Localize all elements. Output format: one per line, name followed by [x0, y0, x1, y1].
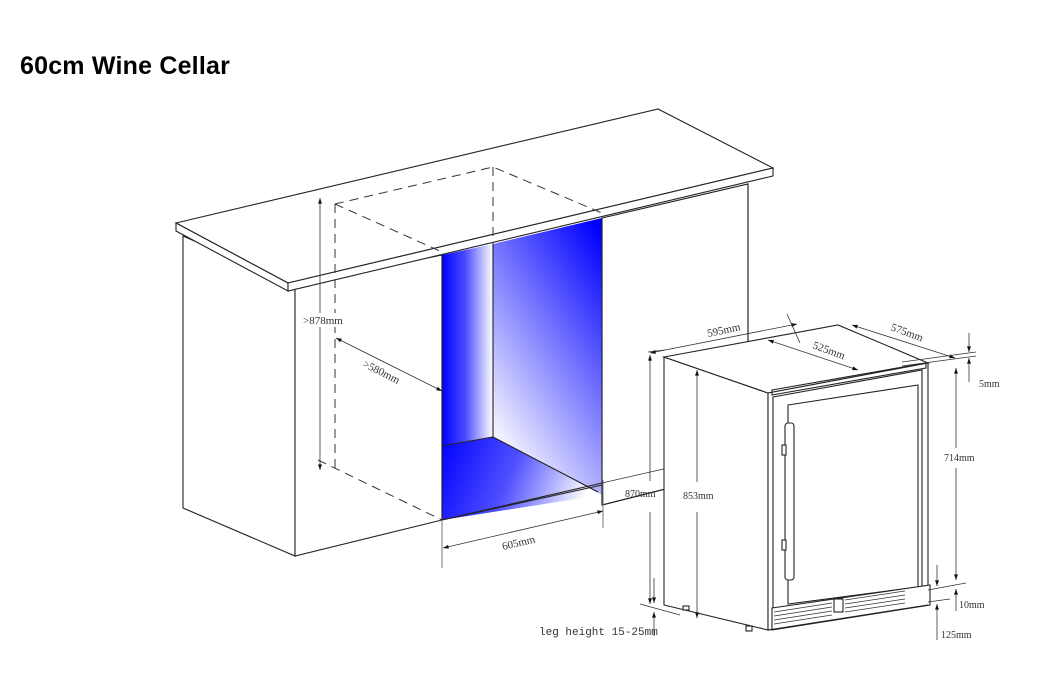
plinth-gap-label: 10mm [959, 600, 985, 611]
plinth-height-label: 125mm [941, 630, 972, 641]
page-title: 60cm Wine Cellar [20, 52, 231, 80]
door-height-label: 714mm [944, 453, 975, 464]
leg-height-label: leg height 15-25mm [539, 627, 658, 639]
fridge-total-depth-label: 575mm [889, 322, 925, 345]
cabinet-width-label: 605mm [501, 534, 537, 553]
cavity-back-wall [493, 218, 602, 495]
cavity-floor [442, 437, 602, 520]
fridge-door [772, 369, 923, 623]
cavity-left-wall [442, 244, 493, 446]
wine-cellar-appliance: 595mm 525mm 575mm 5mm 714mm 10mm 125mm 8… [539, 313, 1000, 641]
body-height-label: 853mm [683, 491, 714, 502]
vent-grille [771, 584, 931, 631]
door-handle [784, 422, 795, 581]
cabinet-front-face-left [294, 254, 443, 557]
cabinet-height-label: >878mm [303, 315, 343, 327]
top-gap-label: 5mm [979, 379, 1000, 390]
countertop-edge-front [287, 167, 774, 292]
total-height-label: 870mm [625, 489, 656, 500]
fridge-side-panel [663, 356, 769, 631]
